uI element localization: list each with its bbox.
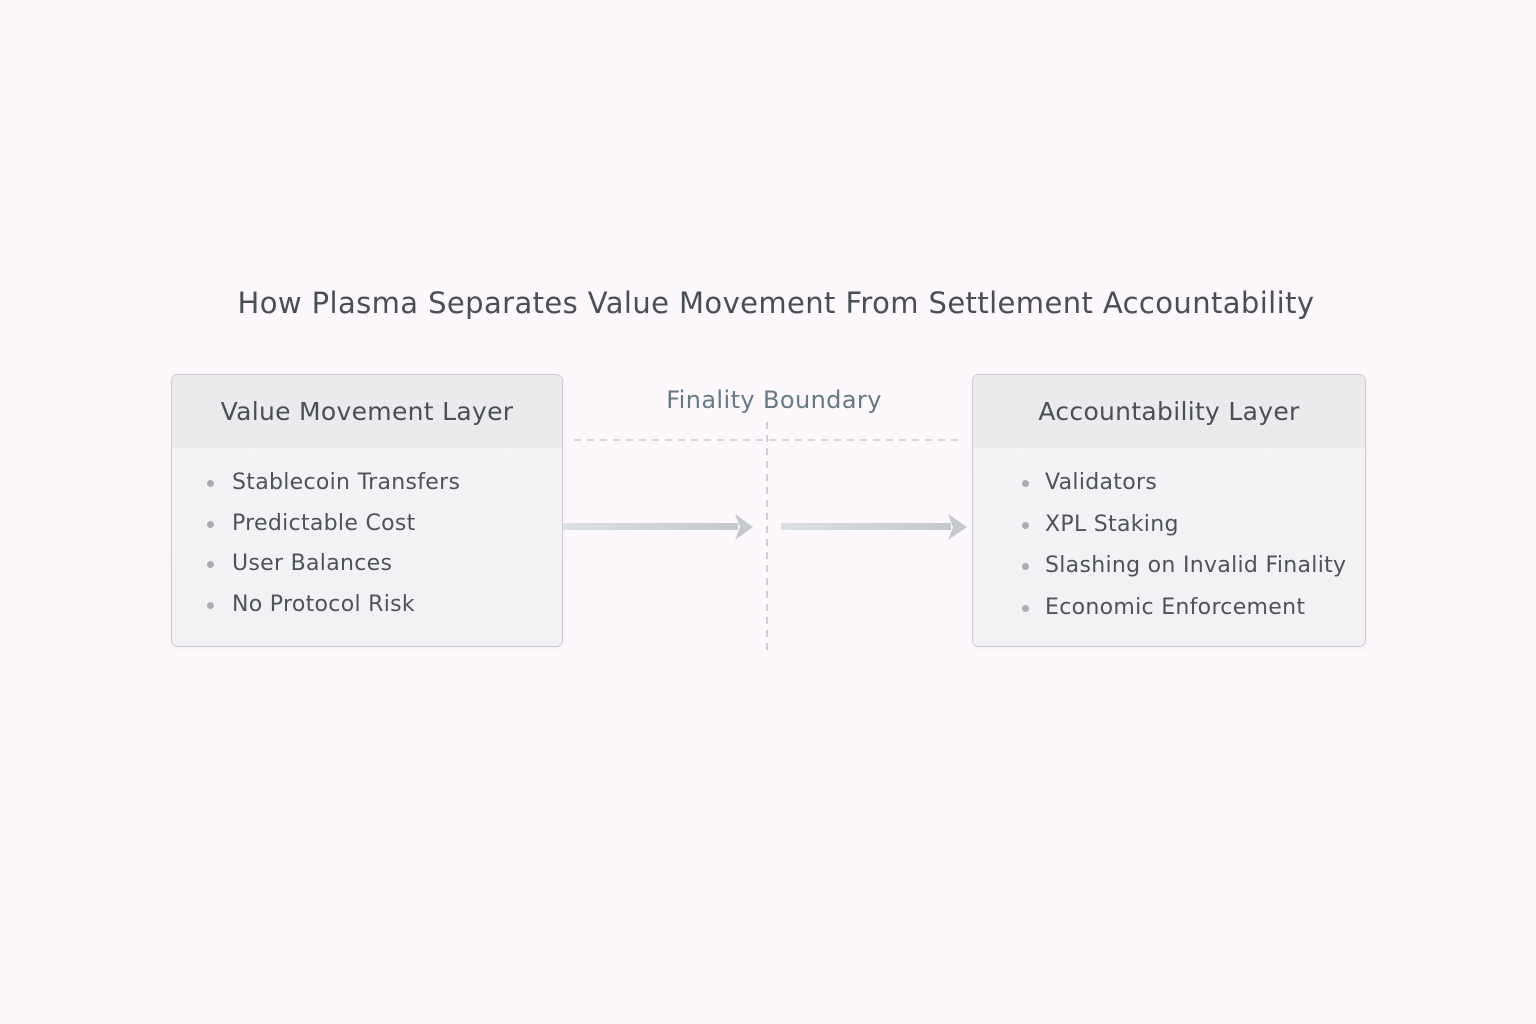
list-item: No Protocol Risk	[172, 593, 562, 646]
diagram-title: How Plasma Separates Value Movement From…	[237, 286, 1315, 320]
left-flow-arrow	[563, 514, 753, 540]
list-item-label: Economic Enforcement	[1045, 594, 1306, 620]
bullet-icon	[1022, 604, 1029, 612]
accountability-layer-list: Validators XPL Staking Slashing on Inval…	[973, 472, 1365, 647]
accountability-layer-box: Accountability Layer Validators XPL Stak…	[972, 374, 1366, 647]
list-item: Predictable Cost	[172, 512, 562, 565]
bullet-icon	[1022, 480, 1029, 487]
value-movement-layer-box: Value Movement Layer Stablecoin Transfer…	[171, 374, 563, 647]
list-item: User Balances	[172, 553, 562, 605]
list-item-label: Slashing on Invalid Finality	[1045, 553, 1347, 578]
list-item-label: User Balances	[232, 551, 393, 576]
list-item: Validators	[973, 472, 1365, 525]
list-item-label: Stablecoin Transfers	[232, 470, 461, 495]
bullet-icon	[207, 561, 214, 568]
list-item: XPL Staking	[973, 513, 1365, 567]
bullet-icon	[1022, 563, 1029, 570]
bullet-icon	[1022, 521, 1029, 529]
bullet-icon	[207, 520, 214, 528]
list-item-label: Predictable Cost	[232, 510, 416, 536]
list-item-label: No Protocol Risk	[232, 591, 415, 617]
finality-boundary-label: Finality Boundary	[666, 386, 882, 414]
list-item: Economic Enforcement	[973, 596, 1365, 647]
bullet-icon	[207, 601, 214, 609]
accountability-layer-title: Accountability Layer	[973, 375, 1365, 448]
value-movement-layer-title: Value Movement Layer	[172, 375, 562, 448]
list-item: Stablecoin Transfers	[172, 472, 562, 524]
list-item: Slashing on Invalid Finality	[973, 555, 1365, 608]
right-flow-arrow	[781, 514, 967, 540]
value-movement-layer-list: Stablecoin Transfers Predictable Cost Us…	[172, 472, 562, 646]
bullet-icon	[207, 480, 214, 487]
list-item-label: XPL Staking	[1045, 511, 1179, 537]
list-item-label: Validators	[1045, 470, 1158, 495]
